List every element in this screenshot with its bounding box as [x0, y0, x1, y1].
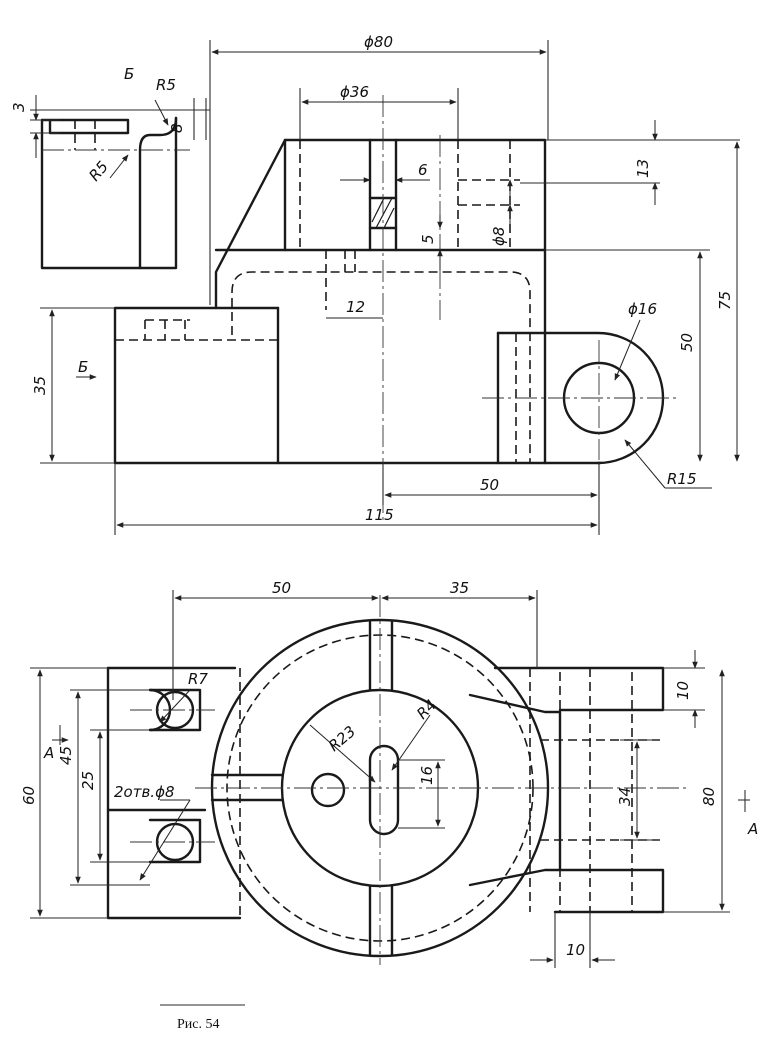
r23-label: R23 — [325, 722, 359, 755]
dim-45-label: 45 — [57, 746, 75, 765]
r5-side-label: R5 — [85, 158, 112, 185]
view-b-arrow-label: Б — [78, 358, 88, 376]
dim-12-label: 12 — [346, 298, 365, 316]
small-hole — [310, 772, 346, 808]
front-view: ϕ80 ϕ36 6 13 5 ϕ8 12 ϕ16 50 75 35 Б R15 … — [31, 33, 740, 535]
detail-view-b: Б R5 R5 3 8 — [10, 65, 210, 270]
phi8-front-label: ϕ8 — [490, 227, 508, 246]
dim-10-bottom-label: 10 — [566, 941, 585, 959]
phi16-label: ϕ16 — [628, 300, 657, 318]
section-a-left-label: A — [43, 744, 54, 762]
dim-50-top-label: 50 — [272, 579, 291, 597]
dim-10-right-label: 10 — [674, 681, 692, 700]
r5-top-label: R5 — [156, 76, 176, 94]
slot-16 — [368, 744, 400, 836]
r7-label: R7 — [188, 670, 208, 688]
phi80-label: ϕ80 — [364, 33, 393, 51]
dim-60-label: 60 — [20, 786, 38, 805]
dim-50-vertical-label: 50 — [678, 333, 696, 352]
dim-6-label: 6 — [418, 161, 428, 179]
dim-16-label: 16 — [418, 766, 436, 785]
view-b-title: Б — [124, 65, 134, 83]
r15-label: R15 — [667, 470, 697, 488]
section-a-right-label: A — [747, 820, 758, 838]
dim-8-label: 8 — [168, 123, 186, 133]
dim-115-label: 115 — [365, 506, 394, 524]
dim-13-label: 13 — [634, 159, 652, 178]
dim-35-vertical-label: 35 — [31, 376, 49, 395]
dim-25-label: 25 — [79, 771, 97, 790]
dim-75-label: 75 — [716, 291, 734, 310]
top-view: 50 35 R7 R4 R23 16 2отв.ϕ8 10 34 80 A A … — [20, 579, 758, 968]
holes-2xphi8-label: 2отв.ϕ8 — [114, 783, 175, 801]
dim-34-label: 34 — [616, 787, 634, 806]
dim-35-top-label: 35 — [450, 579, 469, 597]
dim-3-label: 3 — [10, 102, 28, 112]
dim-5-label: 5 — [419, 234, 437, 244]
dim-50-horizontal-label: 50 — [480, 476, 499, 494]
dim-80-right-label: 80 — [700, 787, 718, 806]
r4-label: R4 — [413, 696, 440, 723]
phi36-label: ϕ36 — [340, 83, 369, 101]
figure-caption: Рис. 54 — [177, 1017, 220, 1032]
